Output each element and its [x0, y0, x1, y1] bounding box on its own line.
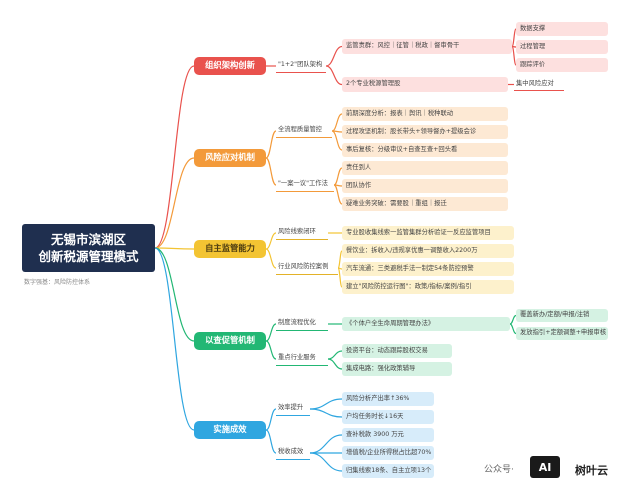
- org-leaf-process: 过程管理: [516, 40, 608, 54]
- audit-ind-item-1: 投资平台：动态跟踪股权交易: [342, 344, 452, 358]
- org-leaf-data: 数据支撑: [516, 22, 608, 36]
- risk-quality: 全流程质量管控: [276, 124, 332, 138]
- connector-branch-audit-mechanism-to-audit-flow: [265, 323, 277, 342]
- connector-result-efficiency-to-result-eff-item-2: [309, 408, 343, 418]
- connector-branch-risk-response-to-risk-quality: [265, 130, 277, 159]
- connector-audit-industry-to-audit-ind-item-1: [327, 350, 343, 360]
- org-focus: 集中风险应对: [514, 78, 564, 91]
- root-caption: 数字强基：风险防控体系: [24, 279, 91, 286]
- root-node: 无锡市滨湖区 创新税源管理模式: [22, 224, 155, 272]
- self-case-1: 餐饮业：拆收入/违规享优惠一调整收入2200万: [342, 244, 514, 258]
- audit-ind-item-2: 集成电路：强化政策辅导: [342, 362, 452, 376]
- connector-audit-industry-to-audit-ind-item-2: [327, 358, 343, 370]
- connector-risk-group-to-risk-g-item-1: [333, 167, 343, 186]
- connector-branch-self-supervision-to-self-clue: [265, 232, 277, 250]
- connector-branch-self-supervision-to-self-case: [265, 248, 277, 269]
- result-eff-item-2: 户均任务时长↓16天: [342, 410, 434, 424]
- connector-branch-results-to-result-efficiency: [265, 408, 277, 431]
- result-eff-item-1: 风险分析产出率↑36%: [342, 392, 434, 406]
- connector-root-node-to-branch-risk-response: [154, 157, 195, 249]
- watermark-logo: AI: [530, 456, 560, 478]
- connector-risk-quality-to-risk-q-item-1: [331, 113, 343, 132]
- self-clue: 风险线索闭环: [276, 226, 328, 240]
- org-team: "1+2"团队架构: [276, 59, 326, 73]
- connector-branch-risk-response-to-risk-group: [265, 157, 277, 186]
- risk-q-item-3: 事后复核：分级审议+自查互查+回头看: [342, 143, 508, 157]
- risk-g-item-3: 疑难业务突破：需要股｜重组｜报迁: [342, 197, 508, 211]
- self-case-3: 建立"风险防控运行图"：政策/指标/案例/指引: [342, 280, 514, 294]
- connector-result-tax-to-result-tax-item-3: [309, 452, 343, 472]
- connector-audit-doc-to-audit-doc-item-2: [509, 323, 517, 335]
- branch-self-supervision: 自主监管能力: [194, 240, 266, 258]
- audit-doc-item-2: 发放指引+定额调整+申报审核: [516, 327, 608, 340]
- audit-doc-item-1: 覆盖新办/定额/申报/注销: [516, 309, 608, 322]
- connector-result-efficiency-to-result-eff-item-1: [309, 398, 343, 410]
- watermark-text: 公众号·: [484, 465, 514, 475]
- connector-root-node-to-branch-self-supervision: [154, 247, 195, 250]
- branch-risk-response: 风险应对机制: [194, 149, 266, 167]
- risk-g-item-1: 责任到人: [342, 161, 508, 175]
- self-case: 行业风险防控案例: [276, 261, 338, 275]
- connector-org-team-to-org-supervisor: [325, 45, 343, 67]
- risk-q-item-2: 过程攻坚机制：股长带头+领导督办+提级会诊: [342, 125, 508, 139]
- org-leaf-eval: 跟踪评价: [516, 58, 608, 72]
- connector-result-tax-to-result-tax-item-1: [309, 434, 343, 454]
- risk-q-item-1: 前期深度分析：报表｜舆讯｜税种联动: [342, 107, 508, 121]
- connector-root-node-to-branch-results: [154, 247, 195, 431]
- self-clue-item: 专业股收集线索一监管集群分析验证一反应监管项目: [342, 226, 514, 240]
- self-case-2: 汽车流通：三类避税手法一制定54条防控预警: [342, 262, 514, 276]
- root-title-line1: 无锡市滨湖区: [50, 231, 126, 247]
- connector-org-team-to-org-manage: [325, 65, 343, 86]
- branch-results: 实施成效: [194, 421, 266, 439]
- result-tax-item-2: 增值税/企业所得税占比超70%: [342, 446, 434, 460]
- org-manage: 2个专业税源管理股: [342, 77, 508, 92]
- connector-branch-results-to-result-tax: [265, 429, 277, 454]
- branch-audit-mechanism: 以查促管机制: [194, 332, 266, 350]
- audit-flow: 制度流程优化: [276, 317, 328, 331]
- audit-industry: 重点行业服务: [276, 352, 328, 366]
- connector-branch-audit-mechanism-to-audit-industry: [265, 340, 277, 360]
- connector-risk-quality-to-risk-q-item-3: [331, 130, 343, 151]
- root-title-line2: 创新税源管理模式: [38, 249, 139, 264]
- connector-risk-group-to-risk-g-item-3: [333, 184, 343, 205]
- connector-root-node-to-branch-audit-mechanism: [154, 247, 195, 342]
- branch-org-innovation: 组织架构创新: [194, 57, 266, 75]
- audit-doc: 《个体户全生命周期管理办法》: [342, 317, 510, 331]
- org-supervisor: 监管责群：风控｜征管｜税政｜督审骨干: [342, 39, 512, 54]
- connector-root-node-to-branch-org-innovation: [154, 65, 195, 249]
- risk-g-item-2: 团队协作: [342, 179, 508, 193]
- result-efficiency: 效率提升: [276, 402, 310, 416]
- risk-group: "一案一议"工作法: [276, 178, 334, 192]
- connector-self-case-to-self-case-3: [337, 267, 343, 288]
- result-tax: 税收成效: [276, 446, 310, 460]
- result-tax-item-1: 查补税款 3900 万元: [342, 428, 434, 442]
- result-tax-item-3: 归集线索18条、自主立项13个: [342, 464, 434, 478]
- watermark-brand: 树叶云: [575, 464, 608, 477]
- connector-org-supervisor-to-org-leaf-eval: [511, 45, 517, 66]
